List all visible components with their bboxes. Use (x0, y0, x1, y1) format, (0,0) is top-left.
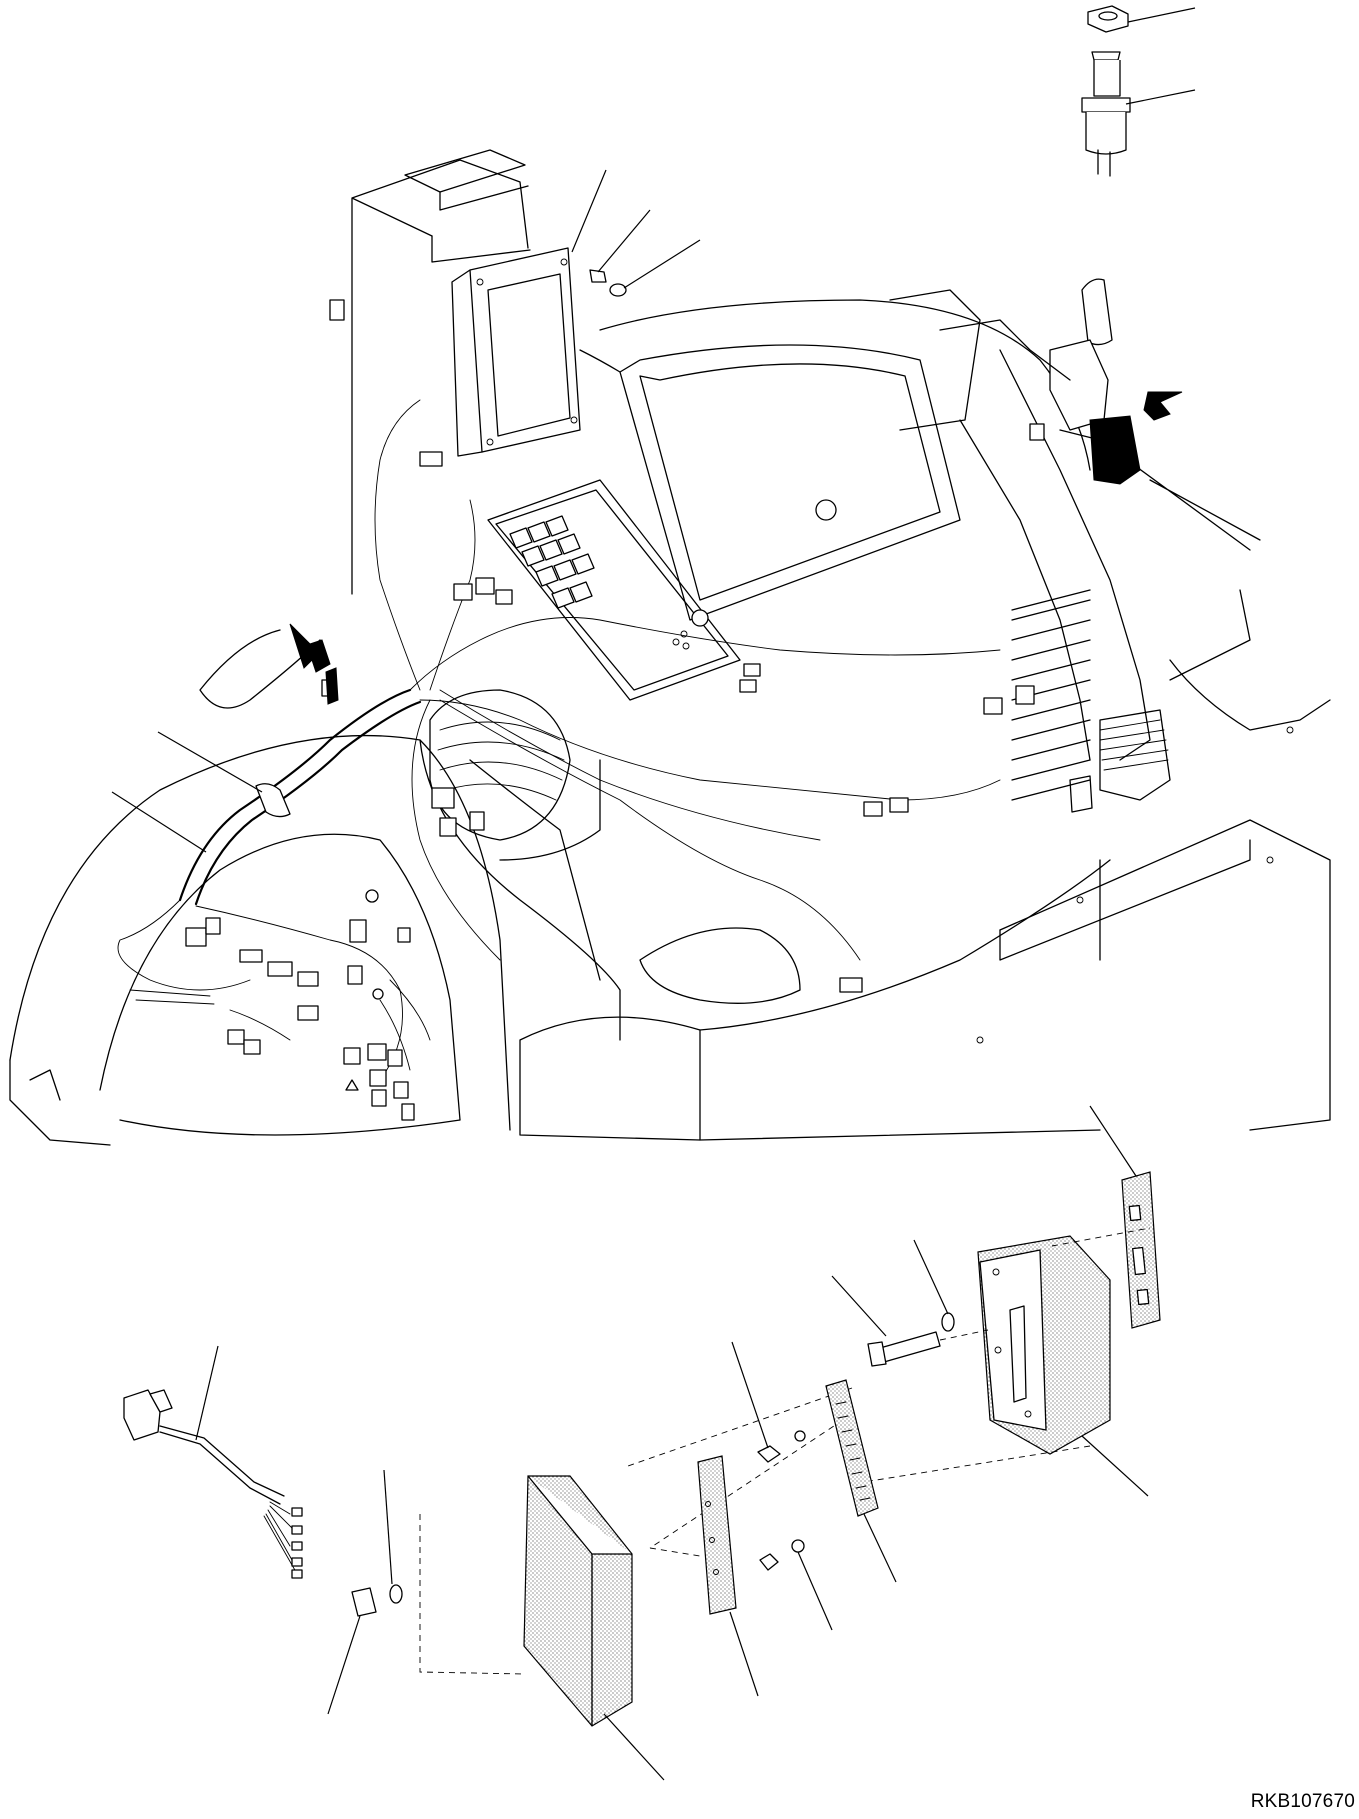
exploded-parts-lower (123, 1105, 1161, 1781)
small-screw-icon (757, 1445, 781, 1463)
arrow-down-icon (289, 623, 331, 673)
top-switch-group (1081, 5, 1196, 177)
bottom-bolt-icon (351, 1587, 377, 1617)
monitor-washer-icon (609, 283, 627, 297)
harness-connectors (185, 299, 1045, 1121)
terminal-block-icon (825, 1379, 879, 1517)
wiring-harness-main (117, 399, 1001, 1081)
switch-buttons (509, 515, 595, 609)
arrow-right-icon (1143, 391, 1183, 421)
vent-grille (1011, 589, 1091, 801)
lower-bolt-icon (879, 1331, 941, 1363)
joystick-lever-icon (1081, 278, 1113, 346)
operator-console-assembly (9, 149, 1331, 1146)
bottom-washer-icon (389, 1584, 403, 1604)
branch-harness-icon (123, 1345, 303, 1579)
drawing-code-label: RKB107670 (1250, 1791, 1355, 1812)
lower-washer-icon (941, 1312, 955, 1332)
marker-block-icon (1089, 415, 1141, 485)
switch-body-icon (1085, 112, 1127, 155)
connector-plate-icon (697, 1455, 737, 1615)
harness-clamp-icon (255, 783, 291, 818)
